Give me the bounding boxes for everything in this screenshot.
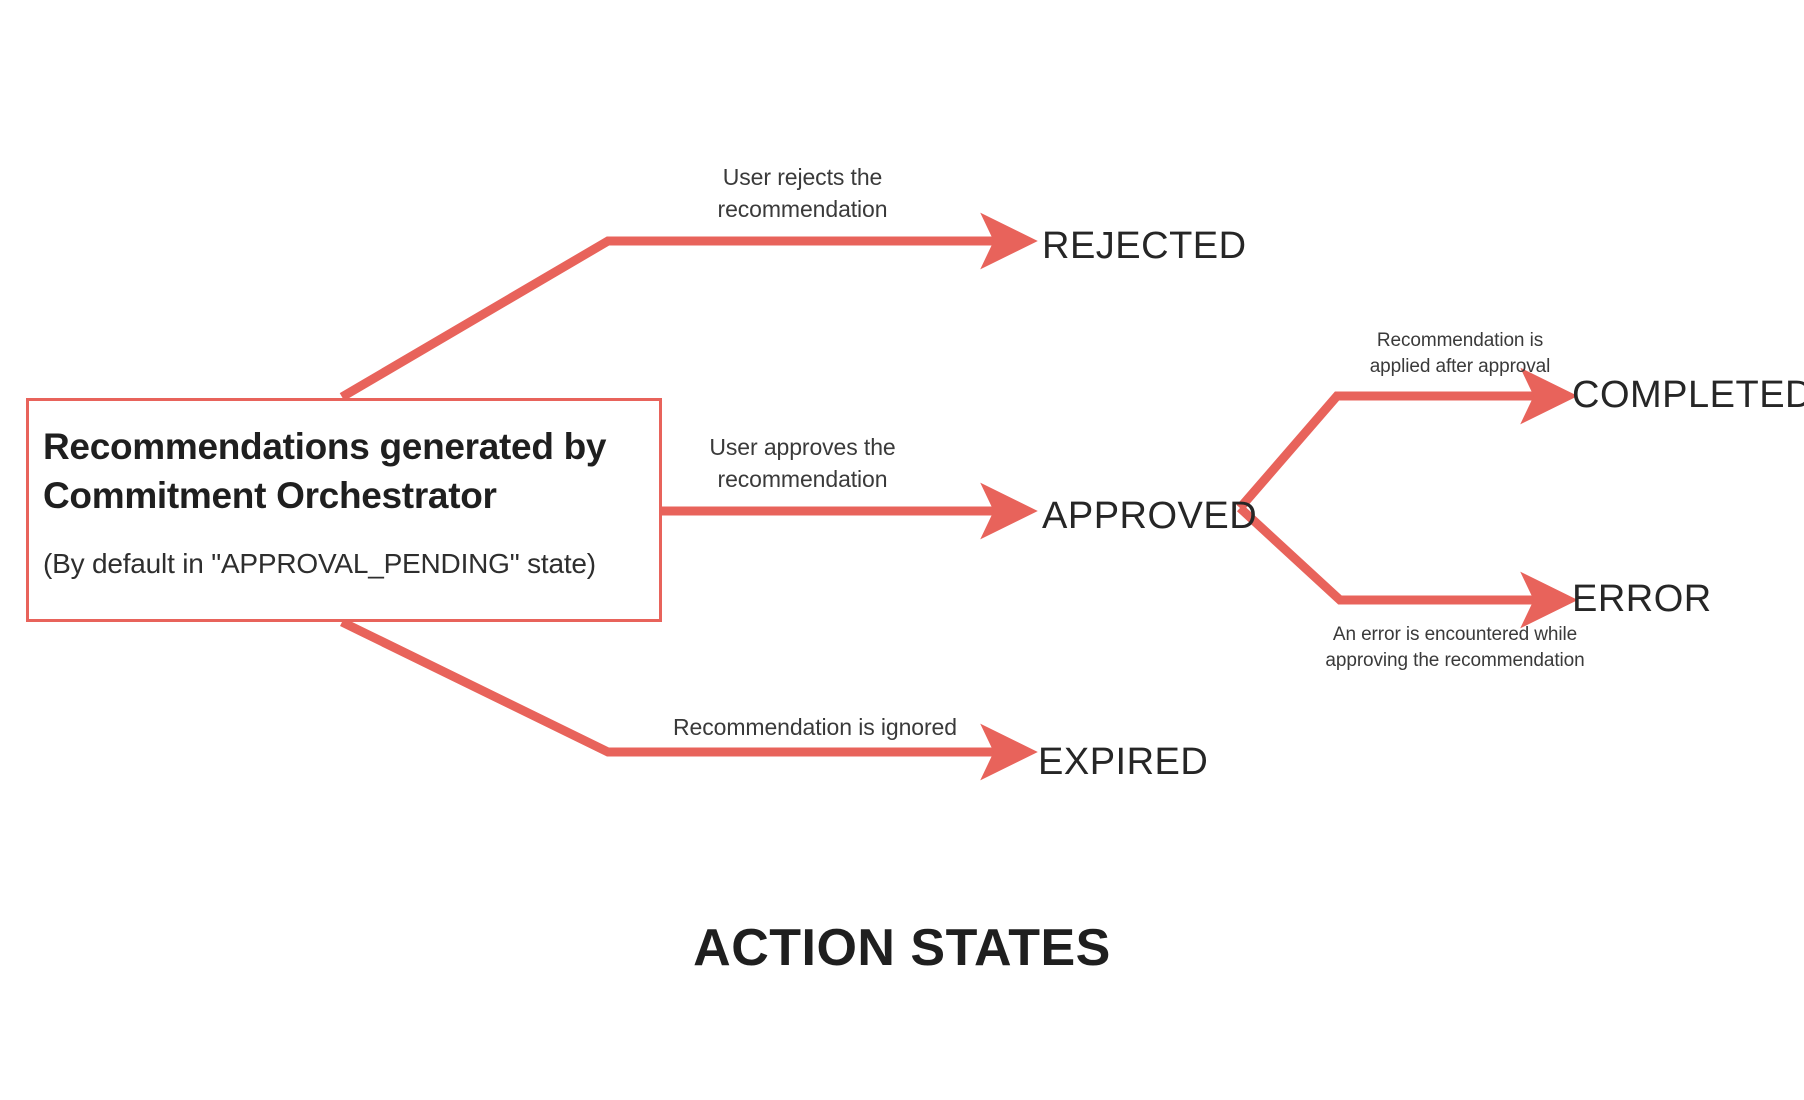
edge-label-to-error: An error is encountered while approving … bbox=[1325, 624, 1585, 672]
state-node-rejected: REJECTED bbox=[1042, 225, 1247, 267]
source-node-subtitle: (By default in "APPROVAL_PENDING" state) bbox=[43, 547, 596, 579]
edge-to-expired bbox=[340, 617, 1038, 781]
state-node-completed: COMPLETED bbox=[1572, 374, 1804, 416]
source-node-box: Recommendations generated by Commitment … bbox=[26, 398, 662, 622]
state-node-error: ERROR bbox=[1572, 578, 1712, 620]
edge-to-completed bbox=[1236, 367, 1578, 511]
edge-label-to-completed: Recommendation is applied after approval bbox=[1369, 330, 1551, 378]
state-node-expired: EXPIRED bbox=[1038, 741, 1209, 783]
edge-to-rejected bbox=[339, 212, 1038, 401]
edge-to-error bbox=[1236, 504, 1578, 629]
state-node-approved: APPROVED bbox=[1042, 495, 1258, 537]
source-node-title: Recommendations generated by Commitment … bbox=[43, 426, 607, 516]
edge-label-to-approved: User approves the recommendation bbox=[709, 434, 896, 492]
diagram-caption: ACTION STATES bbox=[693, 919, 1111, 977]
edge-label-to-rejected: User rejects the recommendation bbox=[717, 164, 888, 222]
edge-label-to-expired: Recommendation is ignored bbox=[673, 714, 957, 740]
